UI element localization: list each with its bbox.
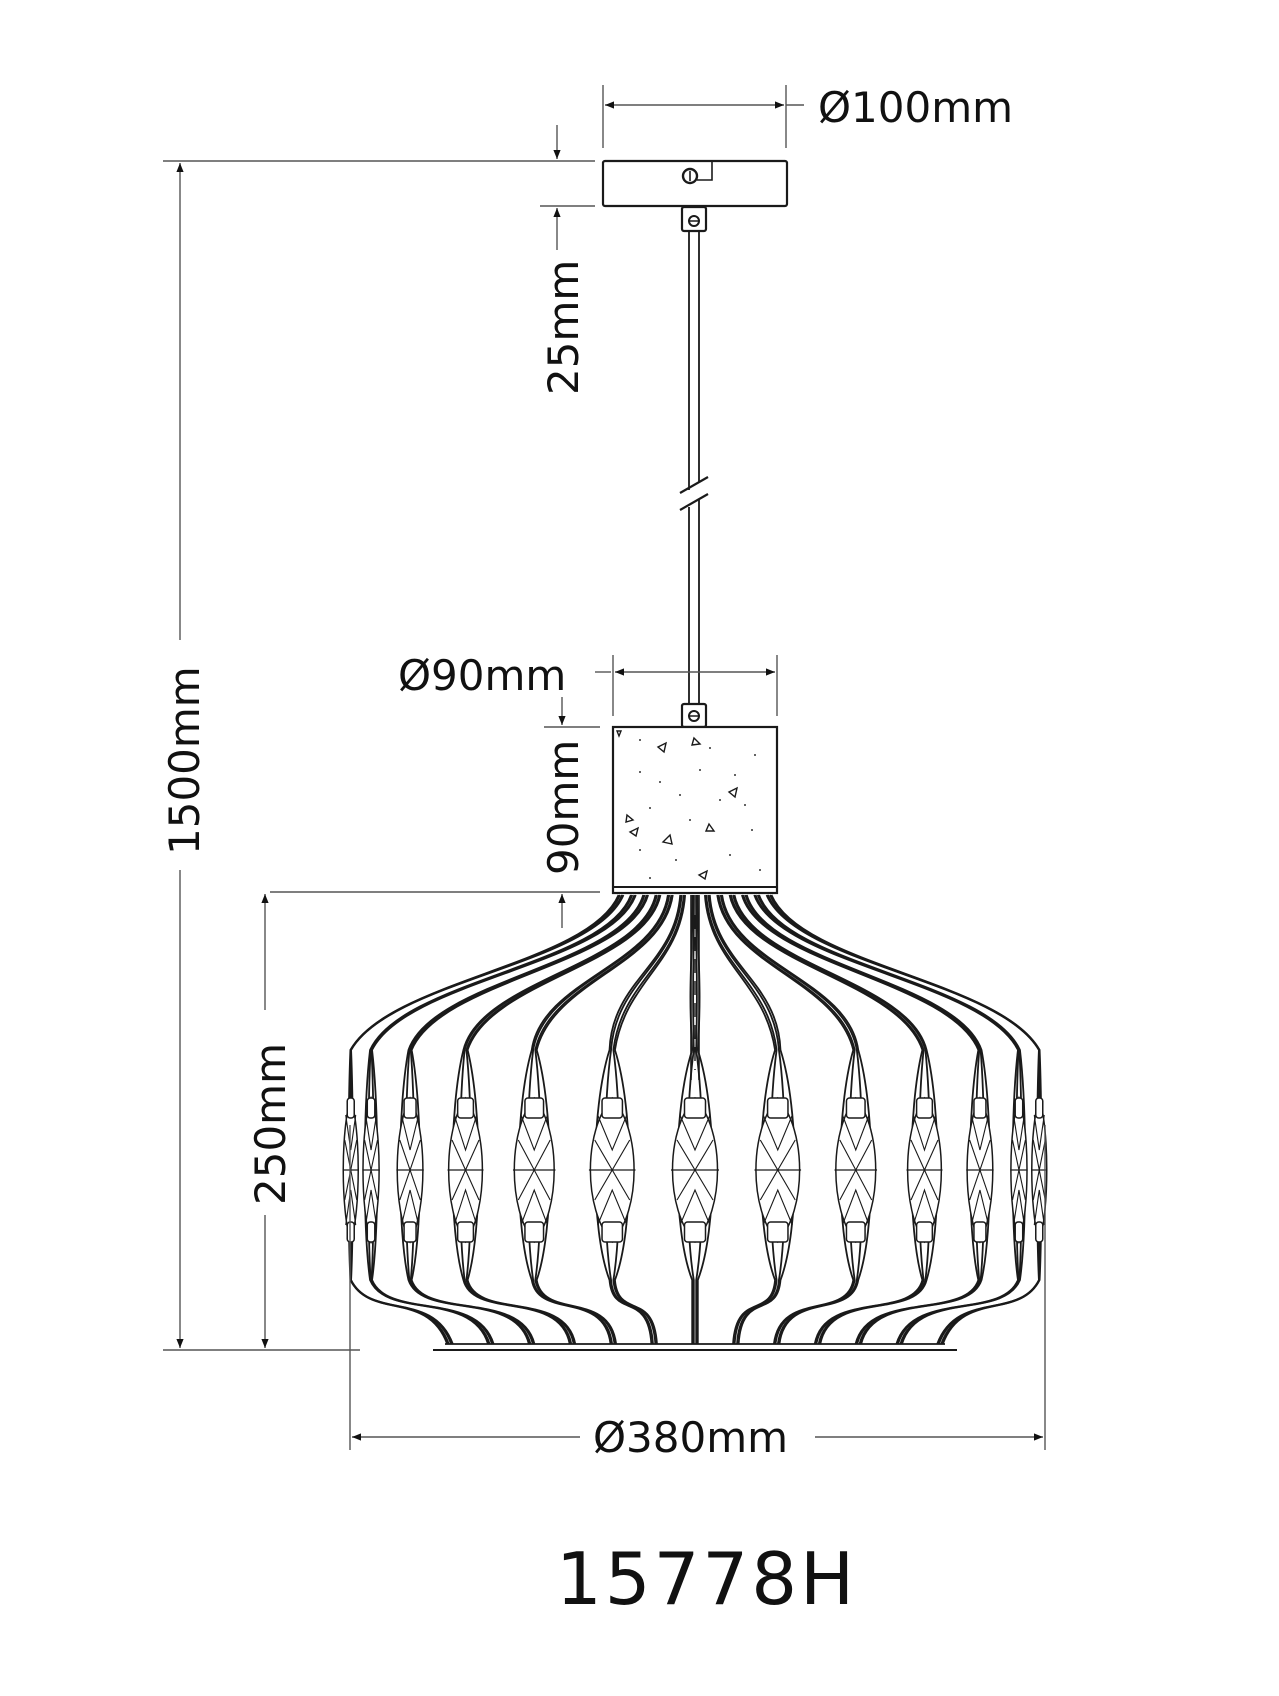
overall-height-dimension: 1500mm: [160, 160, 540, 1351]
holder-height-label: 90mm: [539, 740, 588, 875]
shade-diameter-dimension: Ø380mm: [349, 1125, 1046, 1462]
model-number: 15778H: [556, 1537, 857, 1621]
texture-marks: [615, 730, 739, 881]
holder-diameter-label: Ø90mm: [398, 651, 566, 700]
lamp-holder: [611, 702, 779, 895]
canopy-height-dimension: 25mm: [539, 125, 595, 395]
cage-shade: [342, 894, 1048, 1351]
shade-diameter-label: Ø380mm: [593, 1413, 788, 1462]
canopy-diameter-dimension: Ø100mm: [602, 83, 1013, 148]
holder-height-dimension: 90mm: [270, 697, 600, 928]
suspension-rod: [679, 231, 709, 710]
texture-dots: [639, 739, 761, 879]
holder-diameter-dimension: Ø90mm: [398, 651, 778, 716]
canopy: [601, 159, 789, 233]
shade-height-label: 250mm: [246, 1043, 295, 1205]
canopy-diameter-label: Ø100mm: [818, 83, 1013, 132]
canopy-height-label: 25mm: [539, 260, 588, 395]
overall-height-label: 1500mm: [160, 666, 209, 855]
shade-height-dimension: 250mm: [246, 894, 295, 1348]
